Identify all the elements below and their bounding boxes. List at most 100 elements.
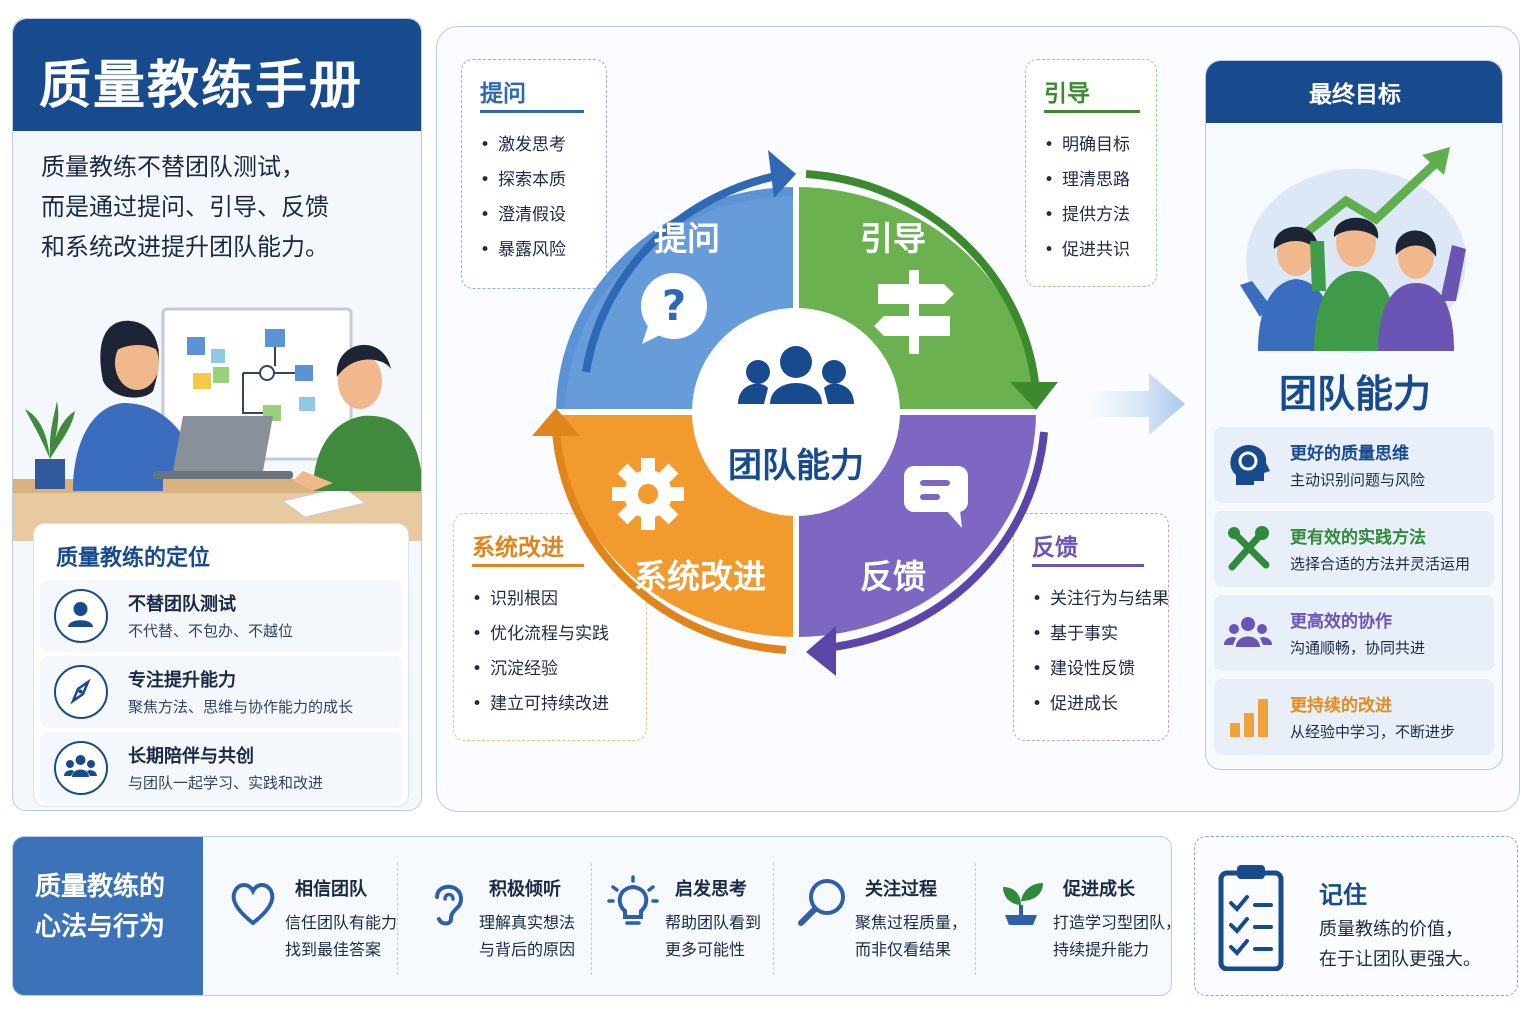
positioning-item-title: 不替团队测试	[128, 594, 236, 615]
list-item: 沉淀经验	[472, 656, 609, 691]
list-item: 促进共识	[1044, 237, 1130, 272]
goal-item-title: 更高效的协作	[1290, 612, 1392, 632]
sprout-icon	[1003, 883, 1043, 925]
mindset-item-desc-line: 帮助团队看到	[665, 913, 762, 932]
divider	[1044, 110, 1140, 113]
arrow-head	[1010, 382, 1058, 410]
feedback-box-heading: 反馈	[1032, 535, 1078, 561]
divider	[397, 863, 398, 975]
positioning-item: 不替团队测试 不代替、不包办、不越位	[40, 580, 402, 652]
goal-item-desc: 选择合适的方法并灵活运用	[1290, 555, 1471, 573]
remember-title: 记住	[1319, 881, 1367, 909]
positioning-item-desc: 不代替、不包办、不越位	[128, 622, 294, 640]
divider	[472, 564, 584, 567]
list-item: 促进成长	[1032, 691, 1169, 726]
magnifier-icon	[798, 879, 845, 926]
celebrating-team-illustration	[1240, 147, 1466, 353]
feedback-box: 反馈 关注行为与结果 基于事实 建设性反馈 促进成长	[1013, 513, 1169, 741]
arrow-head	[768, 150, 796, 198]
ask-box-heading: 提问	[480, 81, 526, 107]
mindset-item: 关注过程 聚焦过程质量，而非仅看结果	[783, 857, 973, 977]
intro-panel: 质量教练手册 质量教练不替团队测试， 而是通过提问、引导、反馈 和系统改进提升团…	[12, 18, 422, 811]
tools-icon	[1228, 526, 1270, 571]
goal-item-desc: 从经验中学习，不断进步	[1290, 723, 1456, 741]
list-item: 建立可持续改进	[472, 691, 609, 726]
goal-item: 更有效的实践方法 选择合适的方法并灵活运用	[1214, 511, 1494, 587]
mindset-header	[13, 837, 203, 995]
divider	[1032, 564, 1144, 567]
feedback-box-list: 关注行为与结果 基于事实 建设性反馈 促进成长	[1032, 586, 1169, 726]
checklist-icon	[1218, 865, 1284, 971]
divider	[591, 863, 592, 975]
improve-box-list: 识别根因 优化流程与实践 沉淀经验 建立可持续改进	[472, 586, 609, 726]
quadrant-label-feedback: 反馈	[860, 557, 926, 596]
mindset-item-desc-line: 信任团队有能力	[285, 913, 398, 932]
arrow-head	[532, 408, 580, 436]
mindset-item-desc: 理解真实想法与背后的原因	[479, 909, 575, 963]
mindset-item-title: 积极倾听	[489, 879, 561, 900]
mindset-item-desc-line: 而非仅看结果	[855, 940, 952, 959]
list-item: 识别根因	[472, 586, 609, 621]
coaching-cycle-wheel: ?	[532, 150, 1058, 676]
positioning-item-desc: 与团队一起学习、实践和改进	[128, 774, 324, 792]
quadrant-label-improve: 系统改进	[634, 557, 766, 596]
arrow-right-icon	[1087, 373, 1185, 435]
quadrant-label-ask: 提问	[654, 219, 720, 258]
mindset-item-desc: 信任团队有能力找到最佳答案	[285, 909, 397, 963]
ask-box: 提问 激发思考 探索本质 澄清假设 暴露风险	[461, 59, 607, 289]
goal-item-title: 更持续的改进	[1290, 696, 1392, 716]
mindset-item-desc-line: 找到最佳答案	[285, 940, 382, 959]
guide-box: 引导 明确目标 理清思路 提供方法 促进共识	[1025, 59, 1157, 287]
mindset-item-desc-line: 与背后的原因	[479, 940, 576, 959]
list-item: 关注行为与结果	[1032, 586, 1169, 621]
list-item: 明确目标	[1044, 132, 1130, 167]
remember-desc-line: 在于让团队更强大。	[1319, 949, 1481, 970]
remember-desc: 质量教练的价值， 在于让团队更强大。	[1319, 915, 1481, 975]
positioning-item-title: 长期陪伴与共创	[128, 746, 254, 767]
bar-chart-icon	[1230, 699, 1268, 737]
remember-box: 记住 质量教练的价值， 在于让团队更强大。	[1194, 836, 1518, 996]
person-icon	[54, 589, 108, 643]
mindset-item-desc-line: 持续提升能力	[1053, 940, 1150, 959]
center-label: 团队能力	[728, 446, 864, 486]
mindset-item: 相信团队 信任团队有能力找到最佳答案	[213, 857, 403, 977]
mindset-panel: 质量教练的 心法与行为 相信团队 信任团队有能力找到最佳答案 积极倾听 理解真实…	[12, 836, 1172, 996]
group-icon	[54, 741, 108, 795]
head-icon	[1230, 444, 1270, 485]
list-item: 基于事实	[1032, 621, 1169, 656]
mindset-item: 积极倾听 理解真实想法与背后的原因	[407, 857, 597, 977]
gear-icon	[612, 458, 684, 530]
positioning-item: 专注提升能力 聚焦方法、思维与协作能力的成长	[40, 656, 402, 728]
ear-icon	[435, 884, 464, 926]
mindset-item-desc-line: 打造学习型团队，	[1053, 913, 1172, 932]
goal-heading: 最终目标	[1309, 82, 1401, 108]
list-item: 理清思路	[1044, 167, 1130, 202]
goal-item-title: 更有效的实践方法	[1290, 528, 1426, 548]
mindset-item: 启发思考 帮助团队看到更多可能性	[593, 857, 783, 977]
mindset-item-desc-line: 聚焦过程质量，	[855, 913, 968, 932]
mindset-item-title: 促进成长	[1063, 879, 1135, 900]
guide-box-heading: 引导	[1044, 81, 1090, 107]
mindset-item-title: 启发思考	[675, 879, 747, 900]
improve-box-heading: 系统改进	[472, 535, 564, 561]
mindset-heading: 质量教练的 心法与行为	[35, 867, 165, 947]
team-icon	[738, 346, 854, 404]
divider	[480, 110, 584, 113]
guide-box-list: 明确目标 理清思路 提供方法 促进共识	[1044, 132, 1130, 272]
mindset-heading-line: 质量教练的	[35, 872, 166, 902]
goal-item-desc: 沟通顺畅，协同共进	[1290, 639, 1426, 657]
goal-item: 更持续的改进 从经验中学习，不断进步	[1214, 679, 1494, 755]
compass-icon	[54, 665, 108, 719]
list-item: 优化流程与实践	[472, 621, 609, 656]
list-item: 澄清假设	[480, 202, 566, 237]
mindset-item-desc: 聚焦过程质量， 而非仅看结果	[855, 909, 967, 963]
intro-text: 质量教练不替团队测试， 而是通过提问、引导、反馈 和系统改进提升团队能力。	[41, 147, 411, 267]
list-item: 暴露风险	[480, 237, 566, 272]
positioning-heading: 质量教练的定位	[56, 546, 211, 571]
divider	[773, 863, 774, 975]
list-item: 探索本质	[480, 167, 566, 202]
title-bar	[13, 19, 421, 131]
mindset-item-desc: 打造学习型团队， 持续提升能力	[1053, 909, 1172, 963]
page-title: 质量教练手册	[39, 56, 364, 116]
mindset-heading-line: 心法与行为	[35, 912, 166, 942]
